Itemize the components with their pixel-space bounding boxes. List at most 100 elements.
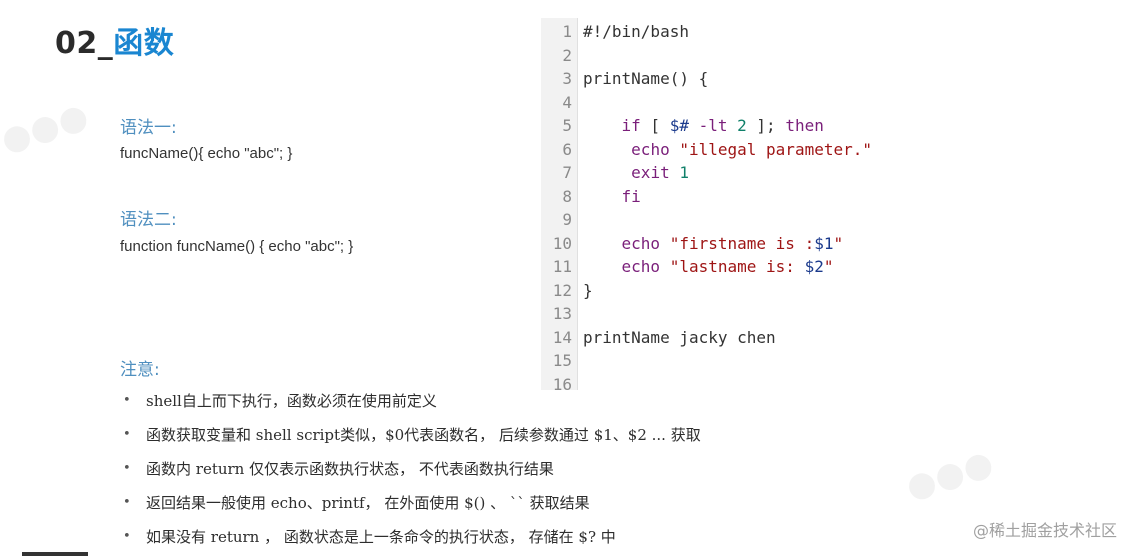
- list-item: • 如果没有 return ， 函数状态是上一条命令的执行状态， 存储在 $? 中: [123, 524, 701, 558]
- code-line: 7 exit 1: [541, 161, 689, 185]
- line-number: 9: [562, 210, 572, 229]
- line-number: 11: [552, 257, 572, 276]
- code-token: echo: [631, 139, 670, 159]
- line-number: 12: [552, 280, 572, 300]
- code-text: fi: [583, 185, 641, 209]
- bullet-icon: •: [123, 529, 131, 544]
- code-token: #!/bin/bash: [583, 22, 689, 41]
- code-text: echo "lastname is: $2": [583, 255, 834, 279]
- code-text: printName jacky chen: [583, 326, 776, 350]
- line-number: 7: [562, 163, 572, 182]
- code-line: 4: [541, 91, 572, 115]
- list-item: • 返回结果一般使用 echo、printf， 在外面使用 $() 、 `` 获取…: [123, 490, 701, 524]
- code-line: 12}: [541, 279, 593, 303]
- code-text: exit 1: [583, 161, 689, 185]
- code-line: 3 printName() {: [541, 67, 708, 91]
- note-text: 如果没有 return ， 函数状态是上一条命令的执行状态， 存储在 $? 中: [146, 528, 616, 546]
- bullet-icon: •: [123, 393, 131, 408]
- code-line: 1 #!/bin/bash: [541, 20, 689, 44]
- code-token: $1: [814, 233, 834, 253]
- line-number: 5: [562, 116, 572, 135]
- line-number: 4: [562, 92, 572, 112]
- note-text: 函数内 return 仅仅表示函数执行状态， 不代表函数执行结果: [146, 460, 554, 478]
- code-token: }: [583, 280, 593, 300]
- code-token: if: [621, 116, 641, 135]
- list-item: • 函数内 return 仅仅表示函数执行状态， 不代表函数执行结果: [123, 456, 701, 490]
- code-line: 14 printName jacky chen: [541, 326, 776, 350]
- code-line: 10 echo "firstname is :$1": [541, 232, 843, 256]
- code-line: 16: [541, 373, 572, 391]
- bottom-divider: [22, 552, 88, 556]
- code-token: [583, 116, 622, 135]
- code-token: [670, 163, 680, 182]
- line-number: 10: [552, 233, 572, 253]
- code-token: [583, 257, 622, 276]
- syntax-one-code: funcName(){ echo "abc"; }: [120, 145, 293, 162]
- title-prefix: 02_: [55, 26, 114, 61]
- code-token: fi: [621, 186, 641, 206]
- code-token: [583, 187, 622, 206]
- bullet-icon: •: [123, 461, 131, 476]
- code-token: printName() {: [583, 69, 709, 88]
- code-token: 2: [737, 116, 747, 135]
- list-item: • shell自上而下执行，函数必须在使用前定义: [123, 388, 701, 422]
- line-number: 3: [562, 69, 572, 88]
- line-number: 6: [562, 139, 572, 159]
- note-text: 函数获取变量和 shell script类似，$0代表函数名， 后续参数通过 $…: [146, 426, 701, 444]
- code-token: "firstname is :: [669, 233, 815, 253]
- bullet-icon: •: [123, 427, 131, 442]
- code-token: echo: [621, 233, 661, 253]
- code-line: 11 echo "lastname is: $2": [541, 255, 834, 279]
- code-token: ": [833, 233, 844, 253]
- line-number: 14: [552, 327, 572, 347]
- page-title: 02_函数: [55, 18, 174, 62]
- code-token: then: [785, 116, 824, 135]
- code-token: [670, 140, 680, 159]
- code-text: if [ $# -lt 2 ]; then: [583, 114, 824, 138]
- line-number: 1: [562, 22, 572, 41]
- code-token: [583, 140, 631, 159]
- code-line: 13: [541, 302, 572, 326]
- code-token: -lt: [688, 116, 738, 135]
- code-token: ];: [746, 116, 786, 135]
- code-token: $2: [804, 257, 824, 276]
- watermark-shape: ●●●: [900, 442, 999, 508]
- line-number: 8: [562, 186, 572, 206]
- source-watermark: @稀土掘金技术社区: [972, 521, 1117, 540]
- note-text: 返回结果一般使用 echo、printf， 在外面使用 $() 、 `` 获取结…: [146, 494, 590, 512]
- code-token: "lastname is:: [669, 257, 805, 276]
- line-number: 16: [552, 374, 572, 391]
- syntax-one-label: 语法一:: [120, 118, 177, 138]
- code-line: 6 echo "illegal parameter.": [541, 138, 872, 162]
- list-item: • 函数获取变量和 shell script类似，$0代表函数名， 后续参数通过 …: [123, 422, 701, 456]
- notes-list: • shell自上而下执行，函数必须在使用前定义 • 函数获取变量和 shell s…: [123, 388, 701, 558]
- note-text: shell自上而下执行，函数必须在使用前定义: [146, 392, 437, 410]
- title-name: 函数: [113, 26, 175, 61]
- code-token: [: [640, 116, 670, 135]
- code-token: [583, 163, 631, 182]
- code-token: $#: [669, 116, 689, 135]
- code-text: echo "firstname is :$1": [583, 232, 844, 256]
- code-text: printName() {: [583, 67, 708, 91]
- notes-label: 注意:: [120, 360, 160, 380]
- line-number: 2: [562, 45, 572, 65]
- watermark-shape: ●●●: [0, 95, 94, 161]
- code-text: #!/bin/bash: [583, 20, 689, 44]
- code-line: 15: [541, 349, 572, 373]
- code-text: echo "illegal parameter.": [583, 138, 872, 162]
- syntax-two-label: 语法二:: [120, 210, 177, 230]
- code-token: ": [823, 257, 834, 276]
- code-line: 8 fi: [541, 185, 640, 209]
- line-number-gutter: [541, 18, 578, 390]
- line-number: 13: [552, 304, 572, 323]
- code-token: exit: [631, 163, 670, 182]
- syntax-two-code: function funcName() { echo "abc"; }: [120, 238, 354, 255]
- bullet-icon: •: [123, 495, 131, 510]
- code-line: 5 if [ $# -lt 2 ]; then: [541, 114, 823, 138]
- code-line: 9: [541, 208, 572, 232]
- code-token: printName jacky chen: [583, 327, 776, 347]
- code-line: 2: [541, 44, 572, 68]
- code-token: [660, 234, 670, 253]
- code-token: "illegal parameter.": [679, 139, 872, 159]
